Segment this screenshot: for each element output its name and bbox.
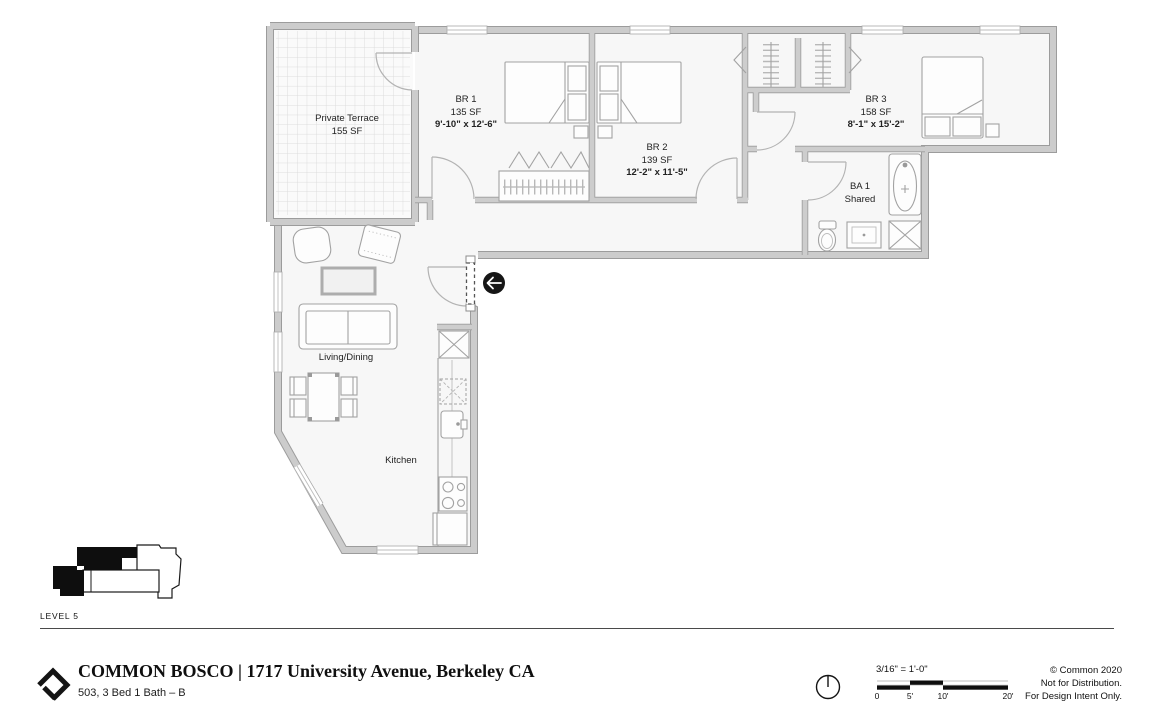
kitchen-fridge-box (438, 330, 470, 359)
lounge-chair (292, 226, 332, 264)
br2-door (695, 157, 738, 200)
footer-divider (40, 628, 1114, 629)
room-label-kitchen: Kitchen (385, 455, 417, 468)
room-name: BA 1 (849, 181, 871, 192)
terrace-tile-grid (276, 31, 410, 215)
br2-bed (596, 61, 682, 139)
sheet-title: COMMON BOSCO | 1717 University Avenue, B… (78, 661, 535, 681)
ba1-toilet (817, 220, 837, 252)
key-plan (53, 544, 182, 599)
room-note: Shared (844, 193, 876, 205)
window (446, 25, 488, 35)
sheet-subtitle: 503, 3 Bed 1 Bath – B (78, 687, 186, 699)
lounge-chair (357, 224, 402, 264)
room-name: BR 1 (455, 94, 477, 105)
window (273, 331, 283, 373)
br1-closet (498, 150, 590, 202)
room-area: 135 SF (450, 106, 482, 118)
scale-tick-5: 5' (906, 691, 914, 701)
window (861, 25, 904, 35)
room-dims: 9'-10" x 12'-6" (434, 119, 498, 130)
scale-tick-10: 10' (937, 691, 949, 701)
kitchen-stove (438, 476, 468, 512)
terrace-door (375, 52, 413, 91)
copyright-line: Not for Distribution. (1040, 678, 1122, 689)
interior-walls (415, 33, 925, 331)
window (979, 25, 1021, 35)
room-area: 155 SF (331, 125, 363, 137)
room-name: Living/Dining (318, 352, 374, 363)
room-label-br3: BR 3 158 SF 8'-1" x 15'-2" (848, 94, 905, 132)
scale-tick-0: 0 (874, 691, 880, 701)
doors (375, 52, 847, 312)
common-logo-icon (37, 667, 71, 701)
copyright-line: For Design Intent Only. (1025, 691, 1122, 702)
window (273, 271, 283, 313)
room-name: BR 2 (646, 142, 668, 153)
hall-closet (733, 42, 862, 87)
room-label-terrace: Private Terrace 155 SF (315, 113, 379, 138)
dining-set (289, 372, 358, 422)
scale-tick-20: 20' (1002, 691, 1014, 701)
room-name: BR 3 (865, 94, 887, 105)
room-label-ba1: BA 1 Shared (845, 181, 876, 206)
entry-door (427, 255, 476, 312)
window (629, 25, 671, 35)
kitchen-sink (440, 410, 468, 439)
ba1-bathtub (888, 153, 922, 216)
coffee-table (320, 266, 377, 296)
windows (273, 25, 1021, 555)
scale-ratio-label: 3/16" = 1'-0" (876, 664, 928, 675)
ba1-vanity-sink (846, 221, 882, 249)
br1-door (431, 156, 475, 200)
room-label-living: Living/Dining (319, 352, 373, 365)
key-plan-unit-highlight (53, 547, 137, 596)
north-indicator-icon (815, 674, 841, 700)
br1-bed (504, 61, 590, 139)
window (376, 545, 419, 555)
entry-marker-arrow-left-icon (483, 272, 505, 294)
kitchen-dishwasher-box (439, 378, 467, 405)
room-dims: 12'-2" x 11'-5" (626, 167, 688, 178)
window-diagonal (293, 463, 324, 508)
room-name: Private Terrace (315, 113, 379, 124)
room-area: 158 SF (860, 106, 892, 118)
room-area: 139 SF (641, 154, 673, 166)
room-label-br2: BR 2 139 SF 12'-2" x 11'-5" (626, 142, 688, 180)
br3-bed (921, 56, 1000, 139)
ba1-door (807, 161, 847, 201)
room-label-br1: BR 1 135 SF 9'-10" x 12'-6" (435, 94, 497, 132)
sofa (298, 303, 398, 350)
room-name: Kitchen (385, 455, 417, 466)
copyright-line: © Common 2020 (1050, 665, 1122, 676)
room-dims: 8'-1" x 15'-2" (847, 119, 905, 130)
ba1-shower-box (888, 220, 922, 250)
copyright-block: © Common 2020 Not for Distribution. For … (1025, 664, 1122, 703)
kitchen-oven-box (432, 512, 468, 546)
level-label: LEVEL 5 (40, 611, 79, 621)
kitchen-counter (432, 330, 470, 546)
br3-door (756, 111, 796, 151)
scale-bar (877, 680, 1008, 690)
